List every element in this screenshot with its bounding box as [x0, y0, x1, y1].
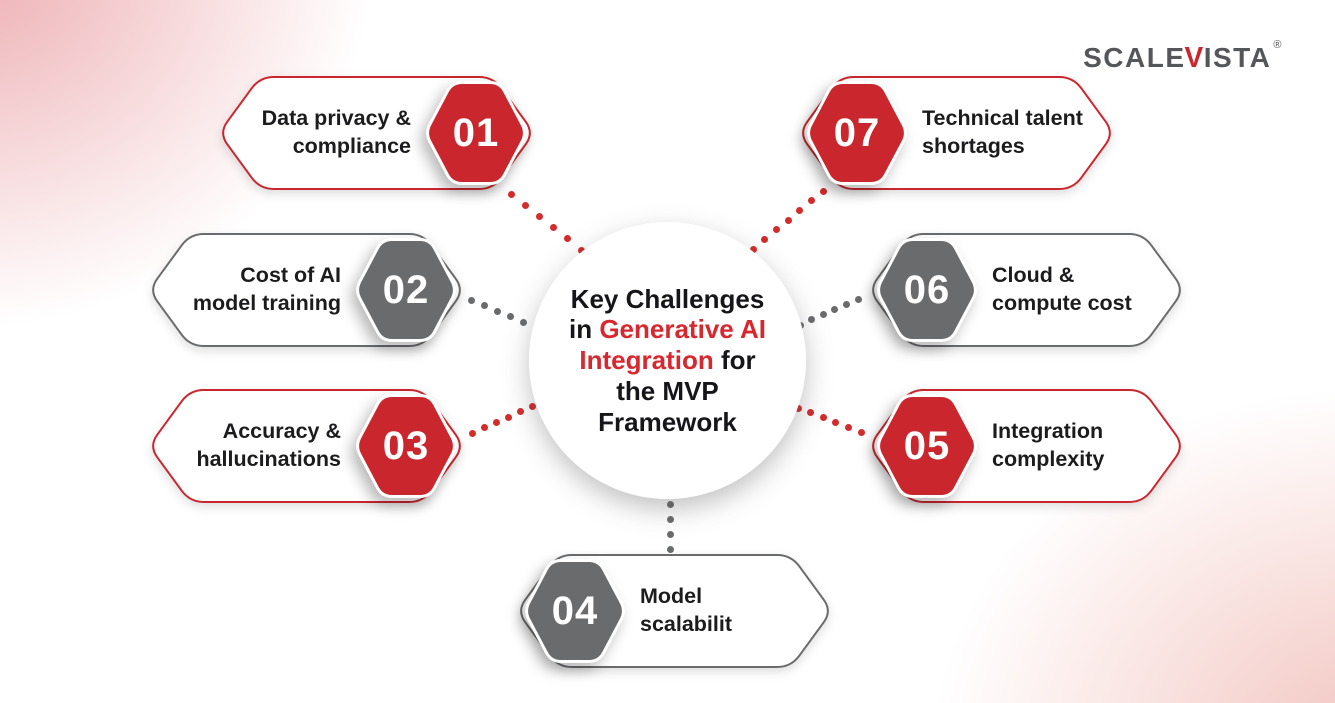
hexagon-icon [807, 81, 907, 185]
hexagon-icon [426, 81, 526, 185]
connector-dot [819, 187, 827, 195]
connector-dot [504, 413, 512, 421]
registered-trademark-icon: ® [1273, 39, 1283, 51]
connector-dot [577, 246, 585, 254]
item-label: Accuracy & hallucinations [196, 419, 341, 471]
connector-dot [519, 318, 527, 326]
item-label: Cloud & compute cost [992, 263, 1132, 315]
center-title: Key Challenges in Generative AI Integrat… [562, 284, 774, 437]
connector-dot [784, 216, 792, 224]
item-05-integration-complexity: Integration complexity 05 [868, 389, 1185, 503]
item-number-badge: 04 [525, 559, 625, 663]
item-number: 04 [551, 588, 599, 633]
item-label: Cost of AI model training [192, 263, 341, 315]
item-label: Integration complexity [992, 419, 1105, 471]
connector-dot [819, 414, 827, 422]
connector-dot [819, 311, 827, 319]
connector-dot [467, 296, 475, 304]
connector-dot [535, 212, 543, 220]
connector-dot [666, 545, 674, 553]
connector-dot [666, 530, 674, 538]
connector-dot [493, 307, 501, 315]
item-number-badge: 07 [807, 81, 907, 185]
connector-dot [807, 409, 815, 417]
connector-dot [563, 235, 571, 243]
connector-dot [807, 197, 815, 205]
item-04-model-scalability: Model scalabilit 04 [516, 554, 833, 668]
logo-v-icon: V [1184, 41, 1205, 74]
center-circle: Key Challenges in Generative AI Integrat… [529, 222, 806, 499]
connector-dot [794, 404, 802, 412]
item-number-badge: 01 [426, 81, 526, 185]
connector-dot [854, 295, 862, 303]
item-number: 03 [382, 423, 430, 468]
hexagon-icon [356, 394, 456, 498]
connector-dot [480, 424, 488, 432]
connector-dot [506, 313, 514, 321]
item-03-accuracy-hallucinations: Accuracy & hallucinations 03 [148, 389, 465, 503]
connector-dot [749, 245, 757, 253]
connector-dot [842, 300, 850, 308]
connector-dot [468, 429, 476, 437]
item-label: Technical talent shortages [922, 106, 1083, 158]
item-number-badge: 06 [877, 238, 977, 342]
item-02-cost-of-ai-model-training: Cost of AI model training 02 [148, 233, 465, 347]
logo-text-scale: SCALE [1083, 42, 1186, 73]
center-title-highlight: Generative AI Integration [579, 314, 766, 376]
item-label: Model scalabilit [640, 584, 733, 636]
center-title-pre: Key Challenges in [568, 283, 765, 345]
connector-dot [831, 305, 839, 313]
item-number-badge: 05 [877, 394, 977, 498]
connector-dot [796, 206, 804, 214]
item-number: 05 [903, 423, 951, 468]
item-number-badge: 03 [356, 394, 456, 498]
connector-dot [516, 408, 524, 416]
item-06-cloud-compute-cost: Cloud & compute cost 06 [868, 233, 1185, 347]
center-title-post: for the MVP Framework [598, 345, 756, 437]
connector-dot [844, 423, 852, 431]
connector-dot [832, 418, 840, 426]
connector-dot [521, 201, 529, 209]
connector-dot [492, 418, 500, 426]
item-number-badge: 02 [356, 238, 456, 342]
item-number: 01 [452, 110, 500, 155]
connector-dot [480, 302, 488, 310]
item-01-data-privacy-compliance: Data privacy & compliance 01 [218, 76, 535, 190]
connector-dot [666, 515, 674, 523]
connector-dot [507, 190, 515, 198]
connector-dot [808, 316, 816, 324]
item-number: 02 [382, 267, 430, 312]
connector-dot [549, 224, 557, 232]
connector-dot [666, 500, 674, 508]
connector-dot [772, 226, 780, 234]
connector-dot [857, 428, 865, 436]
connector-dot [761, 235, 769, 243]
item-number: 06 [903, 267, 951, 312]
logo-text-ista: ISTA [1203, 42, 1272, 73]
item-number: 07 [833, 110, 881, 155]
item-label: Data privacy & compliance [261, 106, 411, 158]
connector-dot [528, 402, 536, 410]
item-07-technical-talent-shortages: Technical talent shortages 07 [798, 76, 1115, 190]
hexagon-icon [525, 559, 625, 663]
